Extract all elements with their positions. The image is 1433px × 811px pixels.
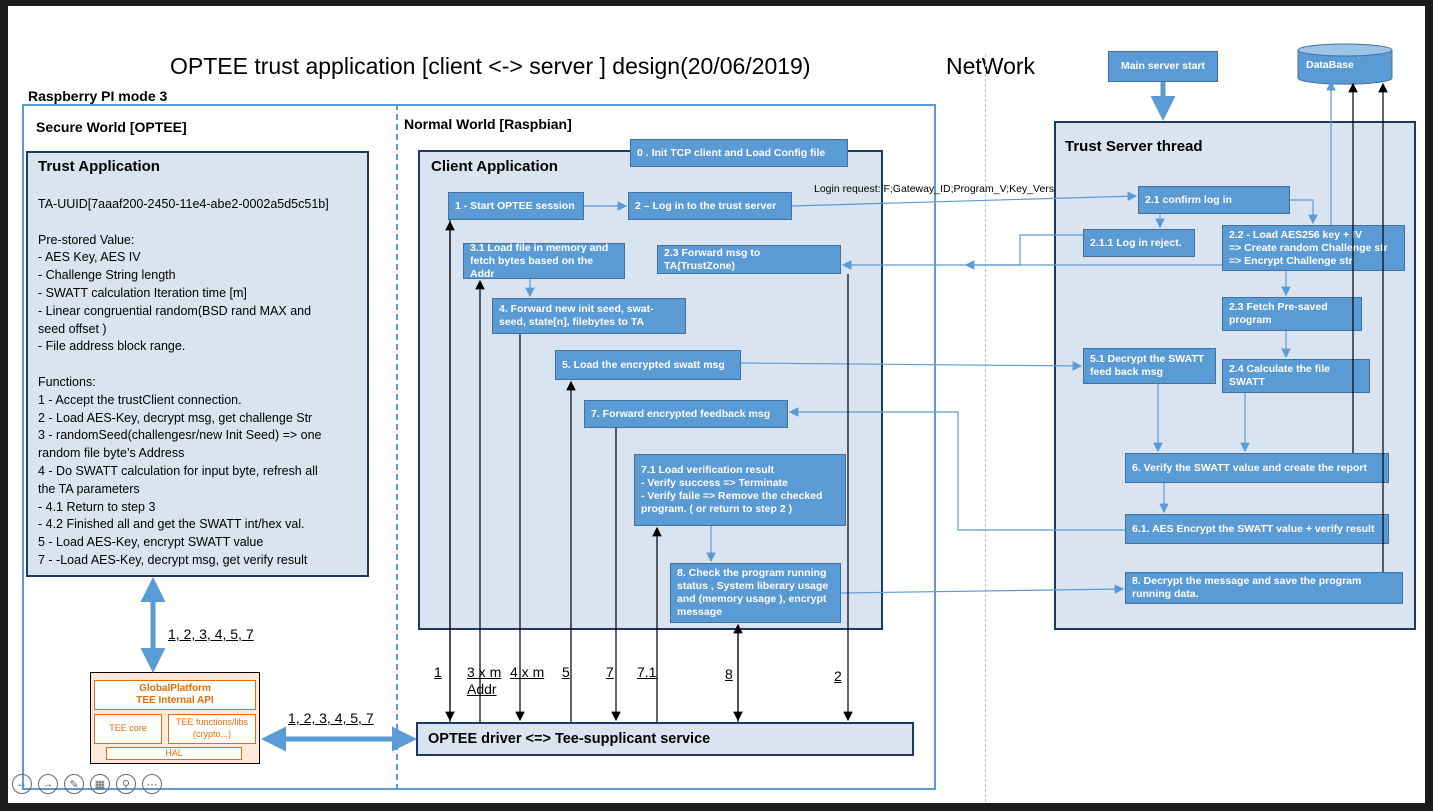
tee-core-label: TEE core — [109, 723, 147, 733]
client-application-title: Client Application — [431, 158, 558, 175]
world-divider — [396, 104, 398, 790]
step-5-load-swatt: 5. Load the encrypted swatt msg — [555, 350, 741, 380]
main-server-start-label: Main server start — [1120, 60, 1206, 72]
network-divider — [985, 54, 986, 802]
step-2-3-forward-ta: 2.3 Forward msg to TA(TrustZone) — [657, 245, 841, 274]
step-1-start-session: 1 - Start OPTEE session — [448, 192, 584, 220]
tee-functions-label: TEE functions/libs (crypto...) — [175, 717, 249, 739]
tee-functions-box — [168, 714, 256, 744]
step-4-forward-seed: 4. Forward new init seed, swat- seed, st… — [492, 298, 686, 334]
step-2-login: 2 – Log in to the trust server — [628, 192, 792, 220]
step-3-1-load-file: 3.1 Load file in memory and fetch bytes … — [463, 241, 625, 280]
step-1-label: 1 - Start OPTEE session — [455, 199, 575, 212]
arrow-label-2: 2 — [834, 668, 842, 684]
step-0-init-tcp: 0 . Init TCP client and Load Config file — [630, 139, 848, 167]
database-body — [1297, 50, 1393, 85]
step-5-1-label: 5.1 Decrypt the SWATT feed back msg — [1090, 353, 1205, 378]
arrow-label-1: 1 — [434, 664, 442, 680]
step-8-decrypt-save: 8. Decrypt the message and save the prog… — [1125, 572, 1403, 604]
tee-core-box — [94, 714, 162, 744]
globalplatform-label: GlobalPlatform — [139, 683, 211, 694]
step-7-1-label: 7.1 Load verification result - Verify su… — [641, 464, 823, 515]
arrow-reject-to-client — [964, 234, 1083, 270]
step-7-label: 7. Forward encrypted feedback msg — [591, 407, 771, 420]
trust-application-body: TA-UUID[7aaaf200-2450-11e4-abe2-0002a5d5… — [38, 197, 329, 567]
raspberry-pi-frame — [22, 104, 936, 790]
next-icon[interactable]: → — [38, 774, 58, 794]
step-2-label: 2 – Log in to the trust server — [635, 199, 777, 212]
secure-world-label: Secure World [OPTEE] — [36, 119, 187, 135]
network-label: NetWork — [946, 53, 1036, 79]
arrow-8-to-server-8 — [840, 584, 1125, 594]
hal-box — [106, 747, 242, 760]
step-4-label: 4. Forward new init seed, swat- seed, st… — [499, 303, 654, 328]
step-8-check-program: 8. Check the program running status , Sy… — [670, 563, 841, 623]
database-label: DataBase — [1306, 59, 1354, 71]
step-0-label: 0 . Init TCP client and Load Config file — [637, 146, 826, 159]
arrow-5-to-5-1 — [740, 361, 1083, 371]
tee-internal-api-label: TEE Internal API — [136, 695, 214, 706]
trust-application-title: Trust Application — [38, 158, 160, 175]
slides-icon[interactable]: ▦ — [90, 774, 110, 794]
optee-driver-box: OPTEE driver <=> Tee-supplicant service — [416, 722, 914, 756]
arrow-label-7-1: 7.1 — [637, 664, 657, 680]
arrow-6-1-to-7 — [788, 407, 1125, 531]
trust-application-panel — [26, 151, 369, 577]
step-2-4-label: 2.4 Calculate the file SWATT — [1229, 363, 1330, 388]
step-2-1-1-label: 2.1.1 Log in reject. — [1090, 236, 1182, 249]
step-6-label: 6. Verify the SWATT value and create the… — [1132, 461, 1367, 474]
login-request-label: Login request: F;Gateway_ID;Program_V;Ke… — [814, 183, 1102, 195]
tee-api-top-bar — [94, 680, 256, 710]
client-application-panel — [418, 150, 883, 630]
step-2-1-label: 2.1 confirm log in — [1145, 193, 1232, 206]
pen-icon[interactable]: ✎ — [64, 774, 84, 794]
step-3-1-label: 3.1 Load file in memory and fetch bytes … — [470, 241, 609, 280]
step-7-forward-feedback: 7. Forward encrypted feedback msg — [584, 400, 788, 428]
arrow-2-to-2-1 — [791, 191, 1138, 207]
main-server-start: Main server start — [1108, 51, 1218, 82]
step-6-verify: 6. Verify the SWATT value and create the… — [1125, 453, 1389, 483]
step-2-2-label: 2.2 - Load AES256 key + IV => Create ran… — [1229, 228, 1388, 267]
step-5-1-decrypt: 5.1 Decrypt the SWATT feed back msg — [1083, 348, 1216, 384]
step-6-1-encrypt: 6.1. AES Encrypt the SWATT value + verif… — [1125, 514, 1389, 544]
driver-link-label: 1, 2, 3, 4, 5, 7 — [288, 710, 374, 726]
zoom-icon[interactable]: ⚲ — [116, 774, 136, 794]
slide-canvas: OPTEE trust application [client <-> serv… — [8, 6, 1425, 803]
optee-driver-label: OPTEE driver <=> Tee-supplicant service — [428, 731, 711, 747]
more-icon[interactable]: ⋯ — [142, 774, 162, 794]
rpi-label: Raspberry PI mode 3 — [28, 88, 168, 104]
step-2-4-calculate: 2.4 Calculate the file SWATT — [1222, 359, 1370, 393]
step-8-server-label: 8. Decrypt the message and save the prog… — [1132, 575, 1362, 600]
arrow-label-7: 7 — [606, 664, 614, 680]
database-cylinder — [1297, 43, 1393, 85]
step-2-3-label: 2.3 Fetch Pre-saved program — [1229, 301, 1328, 326]
trust-server-title: Trust Server thread — [1065, 138, 1203, 155]
step-2-2-load-key: 2.2 - Load AES256 key + IV => Create ran… — [1222, 225, 1405, 271]
step-6-1-label: 6.1. AES Encrypt the SWATT value + verif… — [1132, 522, 1375, 535]
step-2-3-forward-label: 2.3 Forward msg to TA(TrustZone) — [664, 246, 761, 272]
prev-icon[interactable]: ← — [12, 774, 32, 794]
step-7-1-load-verification: 7.1 Load verification result - Verify su… — [634, 454, 846, 526]
arrow-label-3: 3 x m Addr — [467, 664, 502, 697]
diagram-title: OPTEE trust application [client <-> serv… — [170, 53, 811, 79]
step-2-3-fetch-program: 2.3 Fetch Pre-saved program — [1222, 297, 1362, 331]
step-2-1-confirm-login: 2.1 confirm log in — [1138, 186, 1290, 214]
arrow-label-5: 5 — [562, 664, 570, 680]
step-2-1-1-reject: 2.1.1 Log in reject. — [1083, 229, 1195, 257]
hal-label: HAL — [165, 748, 183, 758]
arrow-label-4: 4 x m — [510, 664, 545, 680]
database-top — [1297, 43, 1393, 57]
ta-link-label: 1, 2, 3, 4, 5, 7 — [168, 626, 254, 642]
arrow-label-8: 8 — [725, 666, 733, 682]
connector-arrows — [140, 80, 1388, 752]
arrow-2-1-to-2-2 — [1290, 199, 1318, 225]
normal-world-label: Normal World [Raspbian] — [404, 116, 572, 132]
step-8-label: 8. Check the program running status , Sy… — [677, 567, 829, 618]
step-5-label: 5. Load the encrypted swatt msg — [562, 358, 725, 371]
